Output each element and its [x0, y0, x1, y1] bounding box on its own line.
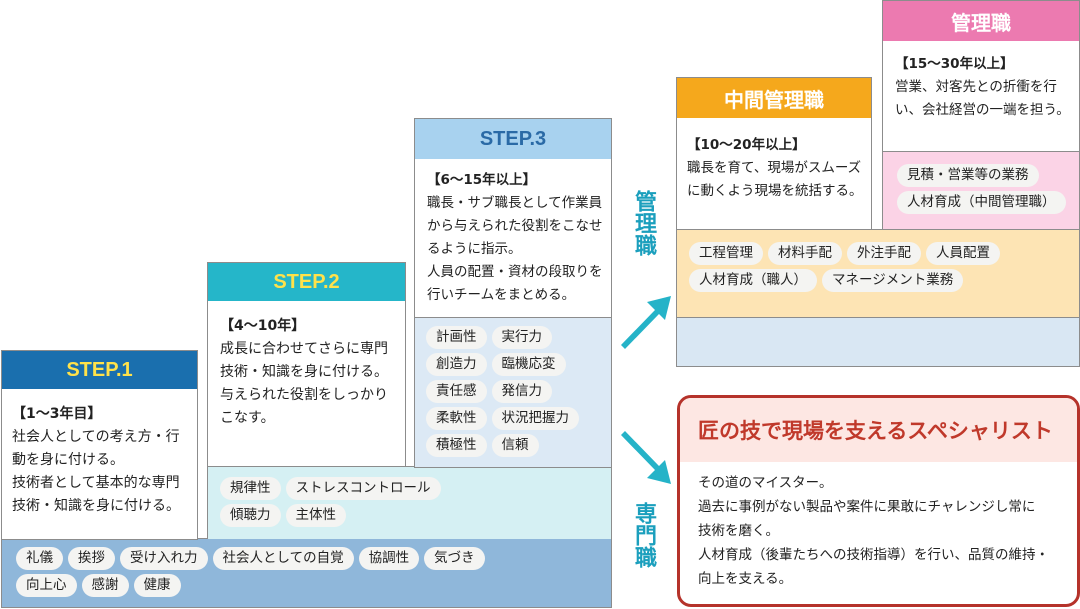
- step2-line: 技術・知識を身に付ける。: [220, 364, 388, 380]
- base-skill-tags: 礼儀 挨拶 受け入れ力 社会人としての自覚 協調性 気づき 向上心 感謝 健康: [16, 547, 486, 597]
- step1-card: STEP.1 【1〜3年目】 社会人としての考え方・行 動を身に付ける。 技術者…: [1, 350, 198, 540]
- step3-card: STEP.3 【6〜15年以上】 職長・サブ職長として作業員 から与えられた役割…: [414, 118, 612, 468]
- step2-skills-band: 規律性 ストレスコントロール 傾聴力 主体性: [207, 466, 612, 539]
- management-lower-band: [676, 317, 1080, 367]
- arrow-up-icon: [621, 296, 671, 349]
- specialist-line: 人材育成（後輩たちへの技術指導）を行い、品質の維持・: [698, 547, 1049, 563]
- skill-tag: 創造力: [426, 353, 487, 376]
- middle-manager-line: に動くよう現場を統括する。: [687, 183, 863, 199]
- step3-line: 行いチームをまとめる。: [427, 287, 576, 303]
- skill-tag: 感謝: [81, 574, 129, 597]
- specialist-description: その道のマイスター。 過去に事例がない製品や案件に果敢にチャレンジし常に 技術を…: [698, 471, 1073, 591]
- skill-tag: 規律性: [220, 477, 281, 500]
- management-path-label: 管理職: [628, 190, 658, 256]
- specialist-title: 匠の技で現場を支えるスペシャリスト: [698, 419, 1053, 443]
- step2-skill-tags: 規律性 ストレスコントロール 傾聴力 主体性: [220, 477, 480, 527]
- step3-line: るように指示。: [427, 241, 522, 257]
- manager-skills-band: 見積・営業等の業務 人材育成（中間管理職）: [883, 151, 1079, 230]
- manager-title: 管理職: [951, 12, 1011, 35]
- step3-line: 職長・サブ職長として作業員: [427, 195, 603, 211]
- skill-tag: 主体性: [285, 504, 346, 527]
- base-skills-band: 礼儀 挨拶 受け入れ力 社会人としての自覚 協調性 気づき 向上心 感謝 健康: [1, 538, 612, 608]
- step2-description: 【4〜10年】 成長に合わせてさらに専門 技術・知識を身に付ける。 与えられた役…: [220, 315, 402, 430]
- step2-title: STEP.2: [273, 270, 340, 293]
- step3-header: STEP.3: [415, 119, 611, 159]
- step1-description: 【1〜3年目】 社会人としての考え方・行 動を身に付ける。 技術者として基本的な…: [12, 403, 194, 518]
- skill-tag: 工程管理: [689, 242, 763, 265]
- label-char: 専門職: [631, 502, 656, 568]
- skill-tag: 人材育成（中間管理職）: [897, 191, 1066, 214]
- middle-manager-years: 【10〜20年以上】: [687, 137, 806, 153]
- skill-tag: 発信力: [491, 380, 552, 403]
- step2-line: 与えられた役割をしっかり: [220, 387, 388, 403]
- step3-skills-band: 計画性 実行力 創造力 臨機応変 責任感 発信力 柔軟性 状況把握力 積極性 信…: [415, 317, 611, 467]
- arrow-down-icon: [621, 431, 671, 484]
- skill-tag: 人員配置: [926, 242, 1000, 265]
- skill-tag: 気づき: [424, 547, 485, 570]
- step3-line: 人員の配置・資材の段取りを: [427, 264, 603, 280]
- management-skill-tags: 工程管理 材料手配 外注手配 人員配置 人材育成（職人） マネージメント業務: [689, 242, 1024, 292]
- skill-tag: 傾聴力: [220, 504, 281, 527]
- specialist-path-label: 専門職: [628, 502, 658, 568]
- specialist-line: 向上を支える。: [698, 571, 793, 587]
- skill-tag: 柔軟性: [426, 407, 487, 430]
- step1-line: 動を身に付ける。: [12, 452, 124, 468]
- skill-tag: 状況把握力: [491, 407, 579, 430]
- manager-description: 【15〜30年以上】 営業、対客先との折衝を行 い、会社経営の一端を担う。: [895, 53, 1079, 122]
- skill-tag: マネージメント業務: [822, 269, 964, 292]
- specialist-card: 匠の技で現場を支えるスペシャリスト その道のマイスター。 過去に事例がない製品や…: [677, 395, 1080, 607]
- specialist-line: 技術を磨く。: [698, 523, 779, 539]
- specialist-line: その道のマイスター。: [698, 475, 833, 491]
- middle-manager-title: 中間管理職: [724, 89, 824, 112]
- specialist-line: 過去に事例がない製品や案件に果敢にチャレンジし常に: [698, 499, 1036, 515]
- skill-tag: 計画性: [426, 326, 487, 349]
- skill-tag: 材料手配: [768, 242, 842, 265]
- manager-skill-tags: 見積・営業等の業務 人材育成（中間管理職）: [897, 164, 1072, 214]
- middle-manager-line: 職長を育て、現場がスムーズ: [687, 160, 862, 176]
- step3-skill-tags: 計画性 実行力 創造力 臨機応変 責任感 発信力 柔軟性 状況把握力 積極性 信…: [426, 326, 586, 457]
- step3-years: 【6〜15年以上】: [427, 172, 537, 188]
- step1-line: 技術者として基本的な専門: [12, 475, 180, 491]
- skill-tag: 向上心: [16, 574, 77, 597]
- middle-manager-header: 中間管理職: [677, 78, 871, 118]
- skill-tag: 受け入れ力: [120, 547, 208, 570]
- step3-title: STEP.3: [479, 127, 547, 150]
- middle-manager-description: 【10〜20年以上】 職長を育て、現場がスムーズ に動くよう現場を統括する。: [687, 134, 871, 203]
- skill-tag: ストレスコントロール: [285, 477, 441, 500]
- label-char: 管理職: [631, 190, 656, 256]
- manager-header: 管理職: [883, 1, 1079, 41]
- step1-title: STEP.1: [66, 358, 133, 381]
- step2-line: こなす。: [220, 410, 275, 426]
- skill-tag: 挨拶: [68, 547, 115, 570]
- skill-tag: 実行力: [491, 326, 552, 349]
- step2-header: STEP.2: [208, 263, 405, 301]
- management-skills-band: 工程管理 材料手配 外注手配 人員配置 人材育成（職人） マネージメント業務: [676, 229, 1080, 317]
- step3-description: 【6〜15年以上】 職長・サブ職長として作業員 から与えられた役割をこなせ るよ…: [427, 169, 611, 307]
- step2-years: 【4〜10年】: [220, 318, 306, 334]
- manager-line: い、会社経営の一端を担う。: [895, 102, 1070, 118]
- step1-header: STEP.1: [2, 351, 197, 389]
- skill-tag: 社会人としての自覚: [212, 547, 354, 570]
- step1-years: 【1〜3年目】: [12, 406, 102, 422]
- skill-tag: 礼儀: [16, 547, 63, 570]
- step1-line: 技術・知識を身に付ける。: [12, 498, 180, 514]
- skill-tag: 責任感: [426, 380, 487, 403]
- step2-line: 成長に合わせてさらに専門: [220, 341, 388, 357]
- specialist-header: 匠の技で現場を支えるスペシャリスト: [680, 398, 1077, 462]
- skill-tag: 積極性: [426, 434, 487, 457]
- skill-tag: 見積・営業等の業務: [897, 164, 1039, 187]
- step3-line: から与えられた役割をこなせ: [427, 218, 603, 234]
- skill-tag: 臨機応変: [491, 353, 566, 376]
- manager-card: 管理職 【15〜30年以上】 営業、対客先との折衝を行 い、会社経営の一端を担う…: [882, 0, 1080, 230]
- skill-tag: 信頼: [491, 434, 539, 457]
- skill-tag: 協調性: [358, 547, 420, 570]
- middle-manager-card: 中間管理職 【10〜20年以上】 職長を育て、現場がスムーズ に動くよう現場を統…: [676, 77, 872, 230]
- step2-card: STEP.2 【4〜10年】 成長に合わせてさらに専門 技術・知識を身に付ける。…: [207, 262, 406, 468]
- manager-years: 【15〜30年以上】: [895, 56, 1014, 72]
- step1-line: 社会人としての考え方・行: [12, 429, 180, 445]
- skill-tag: 外注手配: [847, 242, 921, 265]
- skill-tag: 健康: [133, 574, 181, 597]
- manager-line: 営業、対客先との折衝を行: [895, 79, 1057, 95]
- skill-tag: 人材育成（職人）: [689, 269, 817, 292]
